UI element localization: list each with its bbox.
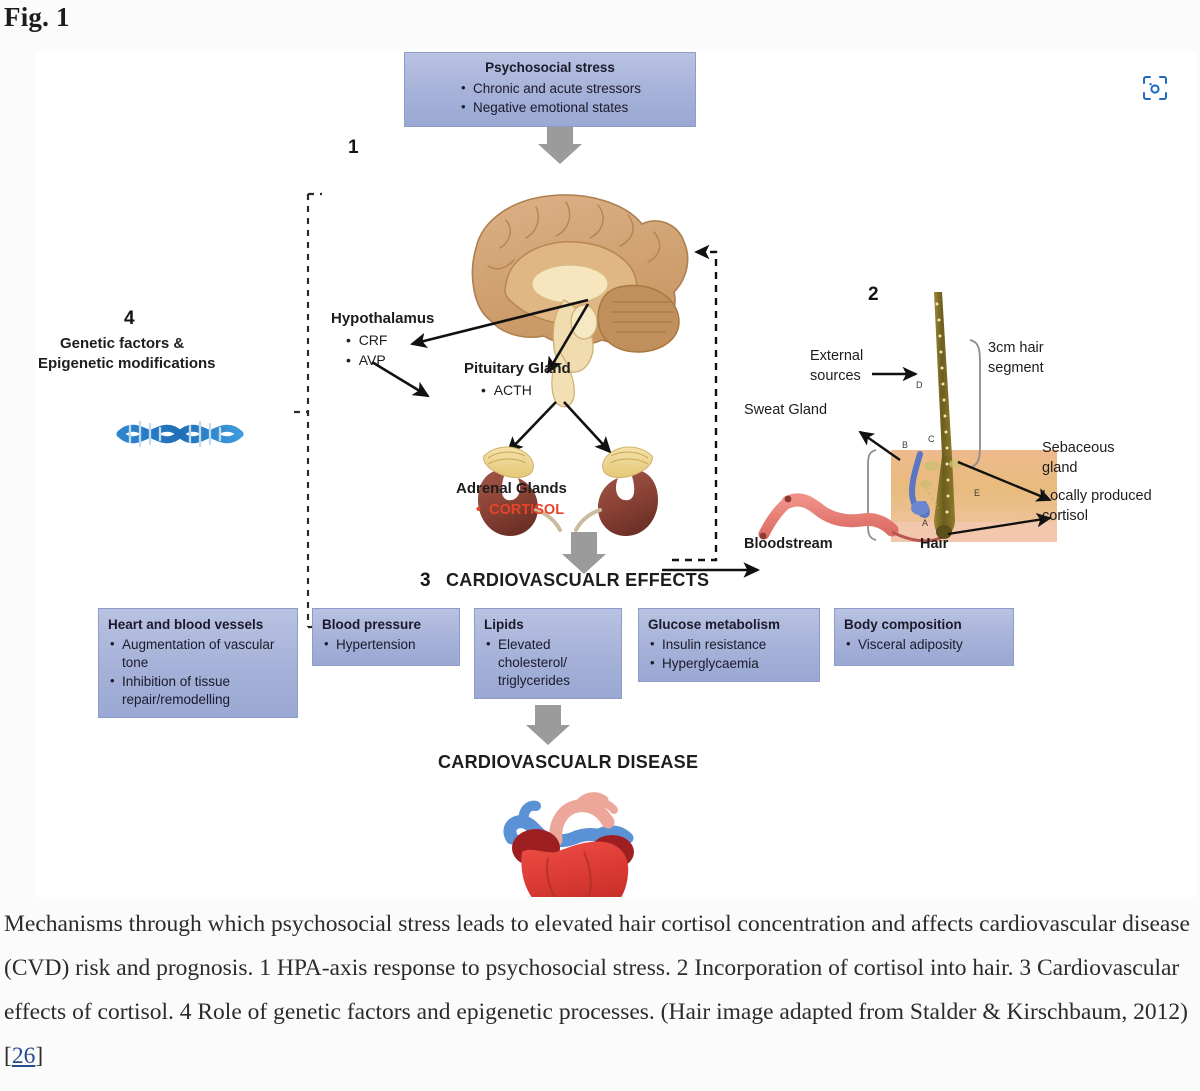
effect-box-item: Augmentation of vascular tone	[108, 635, 288, 672]
effect-box-title: Body composition	[844, 617, 962, 632]
figure-label: Fig. 1	[4, 2, 70, 32]
effect-box-body-composition: Body composition Visceral adiposity	[834, 608, 1014, 666]
sweat-gland-label: Sweat Gland	[744, 402, 828, 418]
caption-bracket-open: [	[4, 1043, 12, 1069]
hair-segment-line2: segment	[988, 360, 1044, 376]
marker-letter-d: D	[916, 380, 923, 390]
marker-letter-b: B	[902, 440, 909, 450]
effect-box-item: Hyperglycaemia	[648, 654, 810, 673]
effect-box-glucose-metabolism: Glucose metabolism Insulin resistance Hy…	[638, 608, 820, 682]
figure-caption: Mechanisms through which psychosocial st…	[4, 902, 1200, 1078]
effect-box-title: Lipids	[484, 617, 524, 632]
marker-letter-e: E	[974, 488, 981, 498]
sebaceous-gland-line2: gland	[1042, 460, 1078, 476]
external-sources-line2: sources	[810, 368, 861, 384]
marker-letter-a: A	[922, 518, 929, 528]
effect-box-item: Hypertension	[322, 635, 450, 654]
pituitary-item-acth: • ACTH	[481, 382, 532, 398]
adrenal-label: Adrenal Glands	[456, 480, 567, 497]
stress-box-item: Chronic and acute stressors	[459, 79, 641, 98]
genetic-factors-line2: Epigenetic modifications	[38, 355, 216, 372]
effect-box-item: Visceral adiposity	[844, 635, 1004, 654]
negative-feedback-loop	[672, 244, 718, 562]
effect-box-title: Blood pressure	[322, 617, 422, 632]
capture-lens-icon[interactable]	[1141, 74, 1169, 102]
step-number-3: 3	[420, 570, 431, 591]
cardiovascular-effects-heading: CARDIOVASCUALR EFFECTS	[446, 570, 710, 590]
cardiovascular-disease-heading: CARDIOVASCUALR DISEASE	[438, 752, 699, 772]
psychosocial-stress-box: Psychosocial stress Chronic and acute st…	[404, 52, 696, 127]
effect-box-item: Elevated cholesterol/ triglycerides	[484, 635, 612, 690]
effect-box-item: Insulin resistance	[648, 635, 810, 654]
genetic-factors-line1: Genetic factors &	[60, 335, 185, 352]
figure-panel: 1 2 4 Psychosocial stress Chronic and ac…	[36, 52, 1196, 897]
hypothalamus-label: Hypothalamus	[331, 310, 435, 327]
effect-box-heart-and-blood-vessels: Heart and blood vessels Augmentation of …	[98, 608, 298, 718]
stress-box-item: Negative emotional states	[459, 98, 641, 117]
blood-vessel-illustration	[758, 493, 941, 543]
stress-box-title: Psychosocial stress	[485, 60, 615, 75]
marker-letter-c: C	[928, 434, 935, 444]
crf-text: CRF	[358, 332, 388, 348]
hair-segment-line1: 3cm hair	[988, 340, 1044, 356]
step-number-2: 2	[868, 284, 879, 305]
hair-label: Hair	[920, 536, 949, 552]
cortisol-text: CORTISOL	[489, 502, 565, 518]
sebaceous-gland-line1: Sebaceous	[1042, 440, 1115, 456]
step-number-1: 1	[348, 137, 359, 158]
hypothalamus-item-crf: • CRF	[346, 332, 388, 348]
step-number-4: 4	[124, 308, 135, 329]
acth-text: ACTH	[493, 382, 532, 398]
local-cortisol-line1: Locally produced	[1042, 488, 1152, 504]
bloodstream-label: Bloodstream	[744, 536, 833, 552]
effect-box-title: Heart and blood vessels	[108, 617, 264, 632]
skin-cross-section-illustration	[867, 292, 1057, 542]
hypothalamus-item-avp: • AVP	[346, 352, 386, 368]
pituitary-label: Pituitary Gland	[464, 360, 571, 377]
caption-bracket-close: ]	[35, 1043, 44, 1069]
heart-illustration	[503, 792, 634, 897]
caption-text: Mechanisms through which psychosocial st…	[4, 911, 1190, 1025]
effect-box-item: Inhibition of tissue repair/remodelling	[108, 672, 288, 709]
effect-box-title: Glucose metabolism	[648, 617, 781, 632]
hair-label-arrows	[858, 366, 1052, 536]
external-sources-line1: External	[810, 348, 864, 364]
citation-link-26[interactable]: 26	[11, 1043, 36, 1069]
local-cortisol-line2: cortisol	[1042, 508, 1088, 524]
genetic-influence-bracket	[294, 192, 324, 629]
dna-helix-illustration	[116, 420, 244, 448]
effect-box-blood-pressure: Blood pressure Hypertension	[312, 608, 460, 666]
effect-box-lipids: Lipids Elevated cholesterol/ triglycerid…	[474, 608, 622, 699]
avp-text: AVP	[358, 352, 386, 368]
cortisol-label: • CORTISOL	[476, 502, 565, 518]
